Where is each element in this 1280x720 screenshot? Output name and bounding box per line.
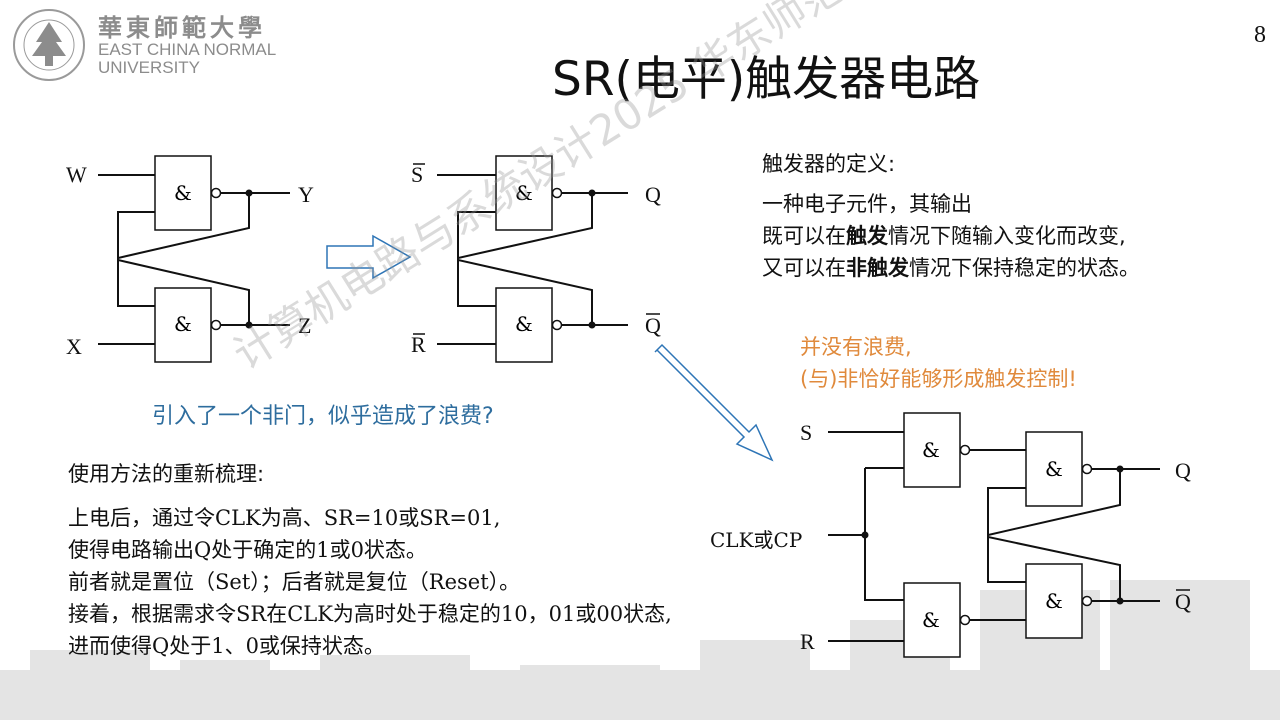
circuit3-r-gate-symbol: & — [922, 608, 940, 632]
usage-line4: 接着，根据需求令SR在CLK为高时处于稳定的10，01或00状态, — [68, 602, 672, 626]
definition-line3: 又可以在非触发情况下保持稳定的状态。 — [762, 256, 1140, 280]
circuit1-bottom-gate-symbol: & — [174, 312, 192, 336]
usage-line1: 上电后，通过令CLK为高、SR=10或SR=01, — [68, 506, 501, 530]
circuit2-output-q: Q — [645, 182, 661, 207]
circuit3-bottom-latch-gate-symbol: & — [1045, 589, 1063, 613]
circuit2-bottom-inverter-bubble — [551, 319, 563, 331]
circuit1-wires — [98, 174, 290, 345]
university-emblem-icon — [13, 9, 85, 81]
circuit1-top-inverter-bubble — [210, 187, 222, 199]
circuit2-top-inverter-bubble — [551, 187, 563, 199]
circuit1-bottom-nand-gate — [154, 287, 212, 363]
usage-line2: 使得电路输出Q处于确定的1或0状态。 — [68, 538, 427, 562]
page-number: 8 — [1254, 22, 1266, 48]
circuit3-s-nand-gate — [903, 412, 961, 488]
usage-heading: 使用方法的重新梳理: — [68, 462, 265, 486]
circuit3-gated-sr-latch: & & & & — [828, 412, 1190, 658]
definition-heading: 触发器的定义: — [762, 152, 896, 176]
circuit1-sr-latch: & & — [98, 155, 290, 363]
circuit2-top-junction — [588, 189, 596, 197]
orange-note-line2: (与)非恰好能够形成触发控制! — [800, 367, 1077, 391]
hollow-diagonal-arrow-icon — [654, 343, 774, 462]
circuit3-top-latch-gate-symbol: & — [1045, 457, 1063, 481]
circuit2-output-q-bar: Q — [645, 313, 661, 338]
circuit1-bottom-junction — [245, 321, 253, 329]
circuit1-top-gate-symbol: & — [174, 181, 192, 205]
circuit1-output-y: Y — [298, 182, 314, 207]
circuit3-input-clk: CLK或CP — [710, 528, 803, 552]
usage-line5: 进而使得Q处于1、0或保持状态。 — [68, 634, 385, 658]
circuit3-s-gate-symbol: & — [922, 438, 940, 462]
circuit3-wires — [828, 431, 1160, 642]
circuit1-output-z: Z — [298, 313, 312, 338]
circuit3-output-q-bar: Q — [1175, 589, 1191, 614]
circuit2-input-s-bar: S — [411, 162, 424, 187]
logo-chinese-name: 華東師範大學 — [98, 13, 266, 42]
circuit3-bottom-latch-gate — [1025, 563, 1083, 639]
circuit2-top-gate-symbol: & — [515, 181, 533, 205]
circuit3-clk-junction — [861, 531, 869, 539]
orange-note-line1: 并没有浪费, — [800, 335, 912, 359]
circuit3-input-s: S — [800, 420, 813, 445]
blue-note: 引入了一个非门，似乎造成了浪费? — [152, 404, 494, 429]
definition-line1: 一种电子元件，其输出 — [762, 192, 972, 216]
circuit3-output-q: Q — [1175, 458, 1191, 483]
page-title: SR(电平)触发器电路 — [552, 52, 981, 107]
circuit1-input-x: X — [66, 334, 82, 359]
circuit2-sr-latch: & & — [413, 155, 660, 363]
circuit2-bottom-junction — [588, 321, 596, 329]
circuit1-input-w: W — [66, 162, 87, 187]
hollow-right-arrow-icon — [326, 234, 412, 280]
circuit1-top-junction — [245, 189, 253, 197]
circuit2-bottom-gate-symbol: & — [515, 312, 533, 336]
campus-skyline-background — [0, 580, 1280, 720]
circuit1-top-nand-gate — [154, 155, 212, 231]
circuit1-bottom-inverter-bubble — [210, 319, 222, 331]
circuit3-top-latch-gate — [1025, 431, 1083, 507]
circuit2-input-r-bar: R — [411, 332, 426, 357]
circuit2-bottom-nand-gate — [495, 287, 553, 363]
circuit3-input-r: R — [800, 629, 815, 654]
definition-line2: 既可以在触发情况下随输入变化而改变, — [762, 224, 1126, 248]
logo-english-line1: EAST CHINA NORMAL — [98, 40, 277, 59]
logo-english-line2: UNIVERSITY — [98, 58, 201, 77]
usage-line3: 前者就是置位（Set）；后者就是复位（Reset）。 — [68, 570, 521, 594]
